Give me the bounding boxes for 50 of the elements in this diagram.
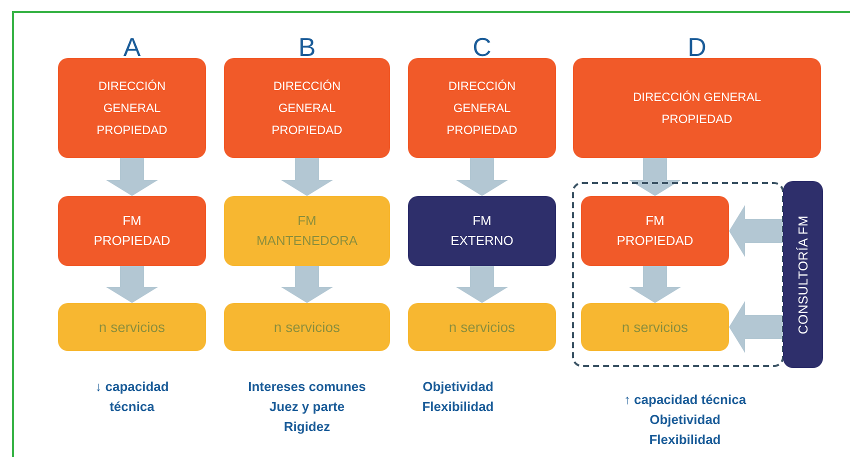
column-letter: D (686, 31, 708, 64)
note-text: Objetividad (422, 378, 494, 396)
block-arrow (456, 266, 508, 303)
note-text: ↓ capacidad técnica (94, 378, 170, 416)
process-box (224, 58, 390, 158)
box-label: FM EXTERNO (450, 212, 514, 250)
dashed-group-box (572, 182, 784, 367)
process-box (224, 303, 390, 351)
block-arrow (106, 158, 158, 196)
box-label: DIRECCIÓN GENERAL PROPIEDAD (272, 78, 342, 139)
box-label: FM PROPIEDAD (616, 212, 694, 250)
box-label: DIRECCIÓN GENERAL PROPIEDAD (632, 89, 762, 128)
process-box (58, 196, 206, 266)
process-box (224, 196, 390, 266)
box-label: CONSULTORÍA FM (794, 215, 812, 334)
column-letter: C (472, 31, 492, 64)
block-arrow (281, 158, 333, 196)
process-box (408, 196, 556, 266)
process-box (573, 58, 821, 158)
note-text: Intereses comunes (247, 378, 367, 396)
box-label: n servicios (622, 318, 688, 336)
block-arrow (729, 301, 783, 353)
box-label: n servicios (448, 318, 516, 336)
process-box (408, 58, 556, 158)
block-arrow (629, 158, 681, 196)
process-box (58, 303, 206, 351)
process-box (581, 196, 729, 266)
block-arrow (629, 266, 681, 303)
note-text: ↑ capacidad técnica (622, 391, 748, 409)
column-letter: A (122, 31, 142, 64)
box-label: FM PROPIEDAD (94, 212, 170, 250)
process-box (58, 58, 206, 158)
vertical-bar (783, 181, 823, 368)
note-text: Juez y parte (268, 398, 346, 416)
note-text: Objetividad (648, 411, 722, 429)
note-text: Flexibilidad (648, 431, 722, 449)
box-label: n servicios (274, 318, 340, 336)
block-arrow (456, 158, 508, 196)
note-text: Rigidez (282, 418, 332, 436)
note-text: Flexibilidad (421, 398, 495, 416)
column-letter: B (297, 31, 317, 64)
block-arrow (729, 205, 783, 257)
box-label: FM MANTENEDORA (256, 212, 358, 250)
box-label: DIRECCIÓN GENERAL PROPIEDAD (96, 78, 168, 139)
box-label: n servicios (98, 318, 166, 336)
process-box (581, 303, 729, 351)
box-label: DIRECCIÓN GENERAL PROPIEDAD (446, 78, 518, 139)
process-box (408, 303, 556, 351)
block-arrow (281, 266, 333, 303)
block-arrow (106, 266, 158, 303)
